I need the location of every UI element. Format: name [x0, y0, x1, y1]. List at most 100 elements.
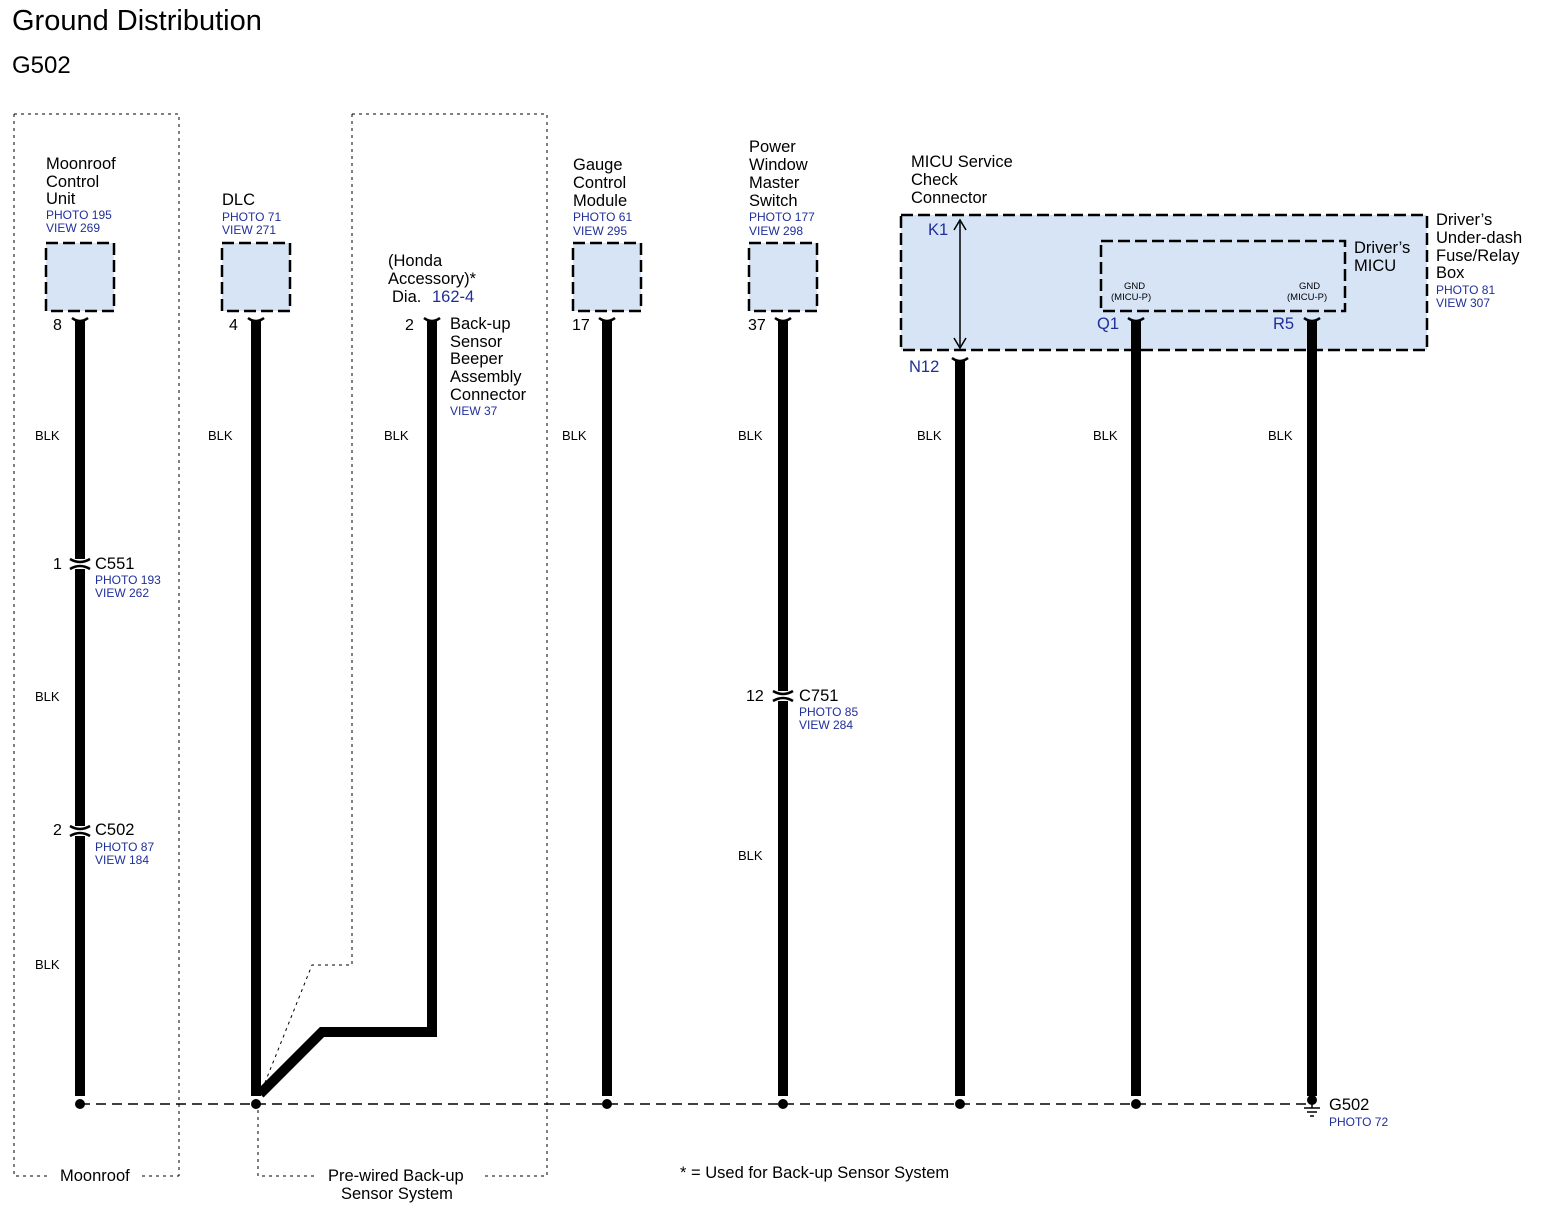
dlc-view-ref: VIEW 271: [222, 223, 276, 237]
c751-pin: 12: [746, 688, 764, 705]
dlc-label: DLC: [222, 191, 255, 209]
backup-label-4: Assembly: [450, 368, 522, 386]
wire-color-label: BLK: [1093, 428, 1118, 443]
pwms-label-1: Power: [749, 138, 796, 156]
moonroof-group-label: Moonroof: [60, 1167, 130, 1185]
gauge-photo-ref: PHOTO 61: [573, 210, 632, 224]
gauge-label-3: Module: [573, 192, 627, 210]
c502-view-ref: VIEW 184: [95, 853, 149, 867]
fuse-box-outline: [899, 213, 1429, 352]
pwms-label-3: Master: [749, 174, 800, 192]
c502-photo-ref: PHOTO 87: [95, 840, 154, 854]
backup-wire: [256, 320, 437, 1098]
gauge-pin: 17: [572, 317, 590, 334]
moonroof-label-1: Moonroof: [46, 155, 116, 173]
backup-pin: 2: [405, 317, 414, 334]
wire-color-label: BLK: [384, 428, 409, 443]
pwms-view-ref: VIEW 298: [749, 224, 803, 238]
micu-pin-r5: R5: [1273, 315, 1294, 333]
ground-splice-dot: [75, 1099, 85, 1109]
c751-break: [772, 689, 794, 703]
prewired-group-label-1: Pre-wired Back-up: [328, 1167, 464, 1185]
backup-label-2: Sensor: [450, 333, 503, 351]
c551-name: C551: [95, 555, 134, 573]
power-window-master-switch: Power Window Master Switch PHOTO 177 VIE…: [747, 138, 819, 334]
internal-link-arrows: [953, 218, 967, 350]
wire-color-label: BLK: [35, 428, 60, 443]
c551-pin: 1: [53, 556, 62, 573]
dia-label: Dia.: [392, 288, 421, 306]
fuse-box-label-4: Box: [1436, 264, 1465, 282]
wire-color-label: BLK: [562, 428, 587, 443]
q1-pin-mark: [1127, 316, 1145, 323]
pwms-pin-mark: [774, 316, 792, 323]
ground-point-g502: G502 PHOTO 72: [1304, 1095, 1388, 1129]
ground-splice-dot: [251, 1099, 261, 1109]
n12-pin-mark: [951, 356, 969, 363]
c502-break: [69, 824, 91, 838]
micu-label-2: MICU: [1354, 257, 1396, 275]
micu-gnd-label-2: GND: [1299, 281, 1320, 292]
moonroof-pin-mark: [71, 316, 89, 323]
gauge-view-ref: VIEW 295: [573, 224, 627, 238]
accessory-label-1: (Honda: [388, 252, 443, 270]
dlc-pin: 4: [229, 317, 238, 334]
wire-color-label: BLK: [208, 428, 233, 443]
dlc-photo-ref: PHOTO 71: [222, 210, 281, 224]
c551-photo-ref: PHOTO 193: [95, 573, 161, 587]
ground-icon: [1304, 1104, 1320, 1117]
micu-pin-q1: Q1: [1097, 315, 1119, 333]
prewired-group-label-2: Sensor System: [341, 1185, 453, 1203]
r5-pin-mark: [1303, 316, 1321, 323]
moonroof-label-2: Control: [46, 173, 99, 191]
wire-color-label: BLK: [35, 689, 60, 704]
moonroof-component-box: [44, 241, 116, 313]
c751-name: C751: [799, 687, 838, 705]
micu-gnd-label-1: GND: [1124, 281, 1145, 292]
wire-color-label: BLK: [917, 428, 942, 443]
dlc-component-box: [220, 241, 292, 313]
backup-pin-mark: [423, 316, 441, 323]
gauge-control-module: Gauge Control Module PHOTO 61 VIEW 295 1…: [571, 156, 643, 334]
c502-pin: 2: [53, 822, 62, 839]
pwms-component-box: [747, 241, 819, 313]
gauge-label-1: Gauge: [573, 156, 623, 174]
backup-label-1: Back-up: [450, 315, 511, 333]
page-title: Ground Distribution: [12, 5, 262, 37]
prewired-group-box: [257, 113, 548, 1177]
fuse-relay-box: Driver’s Under-dash Fuse/Relay Box PHOTO…: [899, 211, 1522, 352]
pwms-photo-ref: PHOTO 177: [749, 210, 815, 224]
micu-outline: [1099, 239, 1347, 313]
fuse-box-label-3: Fuse/Relay: [1436, 247, 1520, 265]
ground-dot: [1307, 1095, 1317, 1105]
backup-sensor-connector: (Honda Accessory)* Dia. 162-4 2 Back-up …: [388, 252, 527, 418]
c551-break: [69, 557, 91, 571]
c502-name: C502: [95, 821, 134, 839]
micu-service-pin-n12: N12: [909, 358, 939, 376]
drivers-micu: Driver’s MICU GND (MICU-P) GND (MICU-P) …: [1097, 239, 1410, 333]
dlc-pin-mark: [247, 316, 265, 323]
fuse-box-label-2: Under-dash: [1436, 229, 1522, 247]
dia-reference-link[interactable]: 162-4: [432, 288, 474, 306]
micu-service-check-connector: MICU Service Check Connector K1 N12: [909, 153, 1013, 376]
ground-splice-dot: [955, 1099, 965, 1109]
backup-view-ref: VIEW 37: [450, 404, 498, 418]
micu-service-pin-k1: K1: [928, 221, 948, 239]
dlc-component: DLC PHOTO 71 VIEW 271 4: [220, 191, 292, 334]
pwms-label-2: Window: [749, 156, 808, 174]
ground-name: G502: [1329, 1096, 1369, 1114]
moonroof-control-unit: Moonroof Control Unit PHOTO 195 VIEW 269…: [44, 155, 116, 334]
pwms-pin: 37: [748, 317, 766, 334]
moonroof-view-ref: VIEW 269: [46, 221, 100, 235]
backup-label-3: Beeper: [450, 350, 504, 368]
ground-splice-dot: [1131, 1099, 1141, 1109]
gauge-pin-mark: [598, 316, 616, 323]
micu-gnd-sub-2: (MICU-P): [1287, 292, 1327, 303]
ground-subtitle: G502: [12, 52, 71, 79]
fuse-box-label-1: Driver’s: [1436, 211, 1492, 229]
wire-color-label: BLK: [35, 957, 60, 972]
c551-view-ref: VIEW 262: [95, 586, 149, 600]
c751-photo-ref: PHOTO 85: [799, 705, 858, 719]
connector-c502: 2 C502 PHOTO 87 VIEW 184: [53, 821, 154, 867]
wire-color-label: BLK: [738, 428, 763, 443]
